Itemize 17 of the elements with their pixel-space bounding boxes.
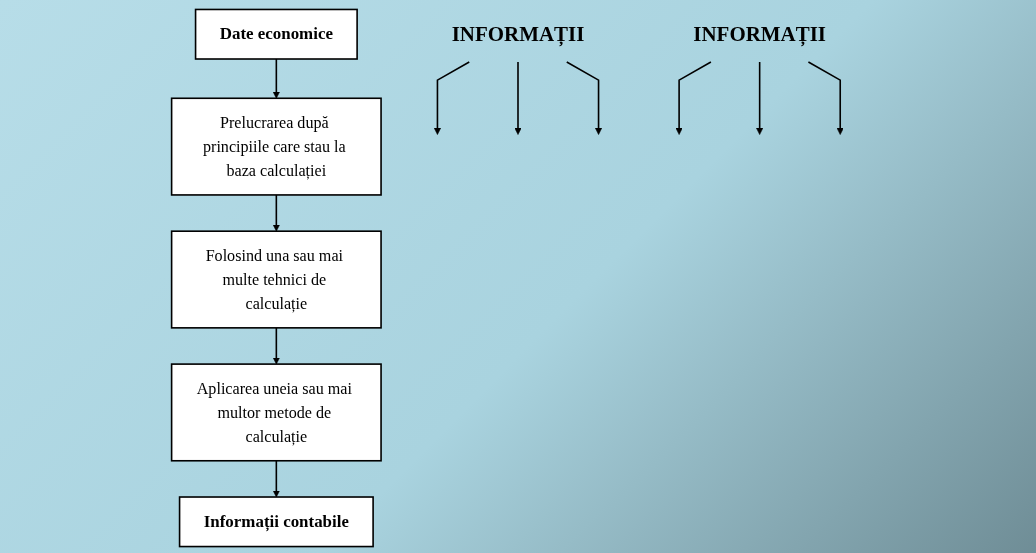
node-box: Folosind una sau mai multe tehnici de calculație [170,230,382,329]
node-text: INFORMAȚII [693,22,826,46]
arrow [272,327,280,365]
node-box: Date economice [194,8,358,60]
arrow [756,61,764,135]
arrow [272,58,280,99]
arrow [272,194,280,232]
arrow [272,459,280,498]
arrow [807,61,844,135]
arrow [433,61,471,135]
arrow [565,61,603,135]
arrow [514,61,522,135]
node-box: Informații contabile [178,496,374,548]
arrow [675,61,712,135]
node-box: Aplicarea uneia sau mai multor metode de calculație [170,363,382,462]
node-text: INFORMAȚII [451,22,585,46]
node-box: Prelucrarea după principiile care stau la baza calculației [170,97,382,196]
